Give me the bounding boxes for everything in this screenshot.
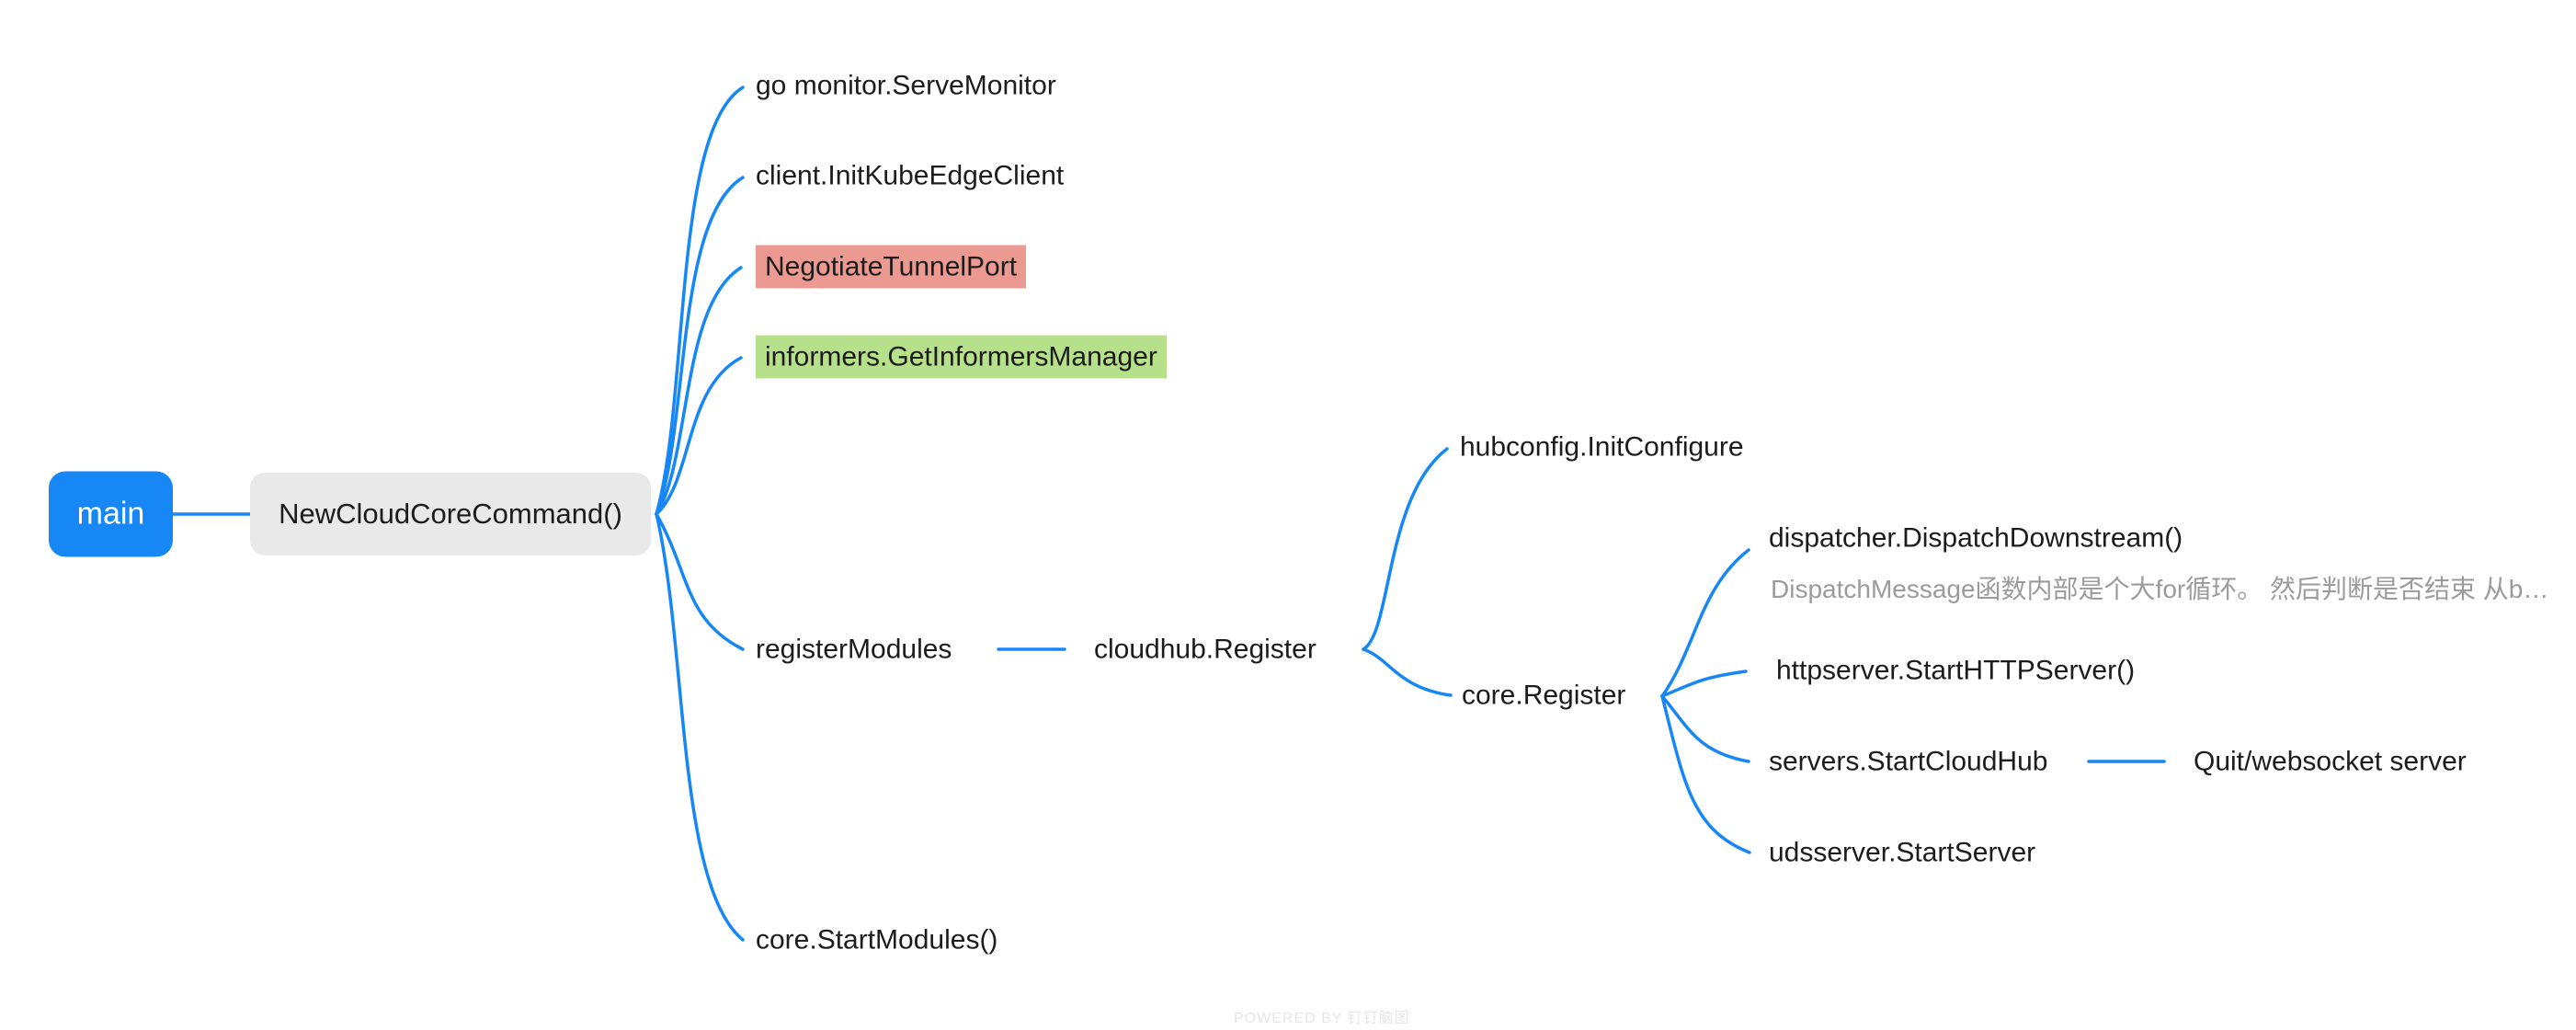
edge-command-to-go-monitor [655,86,745,516]
node-informers-get-manager[interactable]: informers.GetInformersManager [756,335,1167,379]
node-hubconfig-init-configure[interactable]: hubconfig.InitConfigure [1460,431,1744,463]
edge-core-register-to-httpserver [1660,670,1748,698]
node-quit-websocket-server[interactable]: Quit/websocket server [2194,746,2467,777]
edge-command-to-register-modules [655,512,745,651]
node-httpserver-start-http-server[interactable]: httpserver.StartHTTPServer() [1776,655,2136,686]
node-core-start-modules[interactable]: core.StartModules() [756,924,998,956]
edge-command-to-start-modules [655,512,745,942]
node-dispatcher-note[interactable]: DispatchMessage函数内部是个大for循环。 然后判断是否结束 从b… [1771,575,2549,603]
edge-core-register-to-udsserver [1660,694,1751,854]
node-udsserver-start-server[interactable]: udsserver.StartServer [1769,837,2036,868]
node-main[interactable]: main [49,471,173,557]
node-register-modules[interactable]: registerModules [756,634,952,665]
edge-command-to-client-init [655,176,745,516]
node-go-serve-monitor[interactable]: go monitor.ServeMonitor [756,70,1056,101]
node-new-cloud-core-command[interactable]: NewCloudCoreCommand() [250,473,651,555]
node-core-register[interactable]: core.Register [1462,680,1626,711]
edge-core-register-to-dispatcher [1660,548,1750,698]
watermark-powered-by: POWERED BY 钉钉脑图 [1234,1011,1410,1026]
edge-core-register-to-servers [1660,694,1750,763]
edge-cloudhub-to-hubconfig [1362,447,1449,651]
edge-command-to-negotiate [655,266,743,516]
edge-command-to-informers [655,356,743,516]
node-negotiate-tunnel-port[interactable]: NegotiateTunnelPort [756,245,1027,289]
node-cloudhub-register[interactable]: cloudhub.Register [1094,634,1316,665]
node-dispatcher-dispatch-downstream[interactable]: dispatcher.DispatchDownstream() [1769,522,2183,554]
node-client-init-kubeedge[interactable]: client.InitKubeEdgeClient [756,160,1065,191]
node-servers-start-cloudhub[interactable]: servers.StartCloudHub [1769,746,2048,777]
edge-cloudhub-to-core-register [1362,647,1453,697]
